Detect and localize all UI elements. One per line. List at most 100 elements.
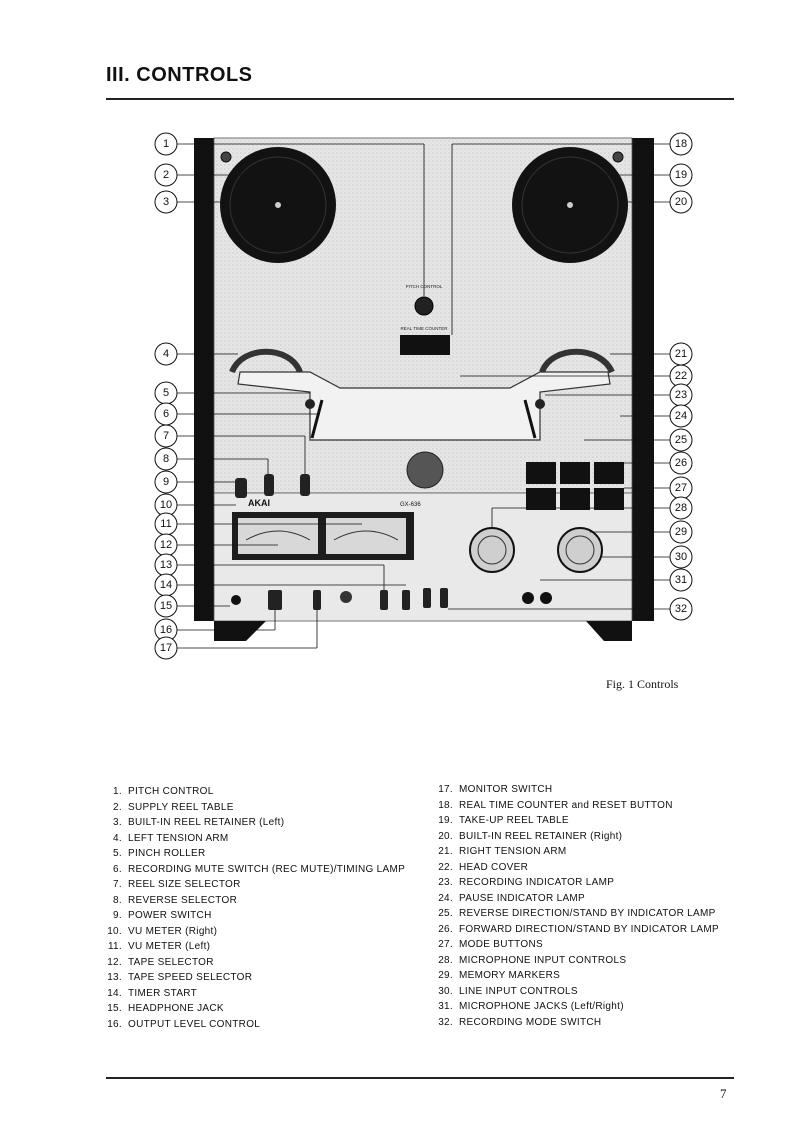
callout-28: 28 <box>669 496 693 520</box>
head-cover <box>237 371 611 441</box>
callout-24: 24 <box>669 404 693 428</box>
callout-2: 2 <box>154 163 178 187</box>
line-input-knob <box>557 527 603 573</box>
supply-reel-table <box>220 147 336 263</box>
svg-text:23: 23 <box>675 389 687 401</box>
callout-19: 19 <box>669 163 693 187</box>
callout-4: 4 <box>154 342 178 366</box>
svg-text:10: 10 <box>160 499 172 511</box>
svg-text:2: 2 <box>163 169 169 181</box>
callout-29: 29 <box>669 520 693 544</box>
capstan-flywheel-icon <box>406 451 444 489</box>
controls-list-right: 17.MONITOR SWITCH 18.REAL TIME COUNTER a… <box>433 782 719 1030</box>
callout-5: 5 <box>154 381 178 405</box>
svg-text:26: 26 <box>675 457 687 469</box>
svg-text:19: 19 <box>675 169 687 181</box>
list-item: 14.TIMER START <box>107 987 198 999</box>
svg-text:27: 27 <box>675 482 687 494</box>
list-item: 29.MEMORY MARKERS <box>438 970 561 981</box>
svg-text:25: 25 <box>675 434 687 446</box>
microphone-input-knob <box>469 527 515 573</box>
svg-text:20: 20 <box>675 196 687 208</box>
callout-15: 15 <box>154 594 178 618</box>
list-item: 27.MODE BUTTONS <box>438 939 543 950</box>
svg-text:5: 5 <box>163 387 169 399</box>
figure-caption: Fig. 1 Controls <box>606 677 679 691</box>
headphone-jack-icon <box>231 595 241 605</box>
list-item: 30.LINE INPUT CONTROLS <box>438 985 578 997</box>
list-item: 9.POWER SWITCH <box>113 910 212 921</box>
svg-text:28: 28 <box>675 502 687 514</box>
callout-32: 32 <box>669 597 693 621</box>
callout-7: 7 <box>154 424 178 448</box>
callout-14: 14 <box>154 573 178 597</box>
list-item: 25.REVERSE DIRECTION/STAND BY INDICATOR … <box>438 908 716 919</box>
callout-6: 6 <box>154 402 178 426</box>
callout-9: 9 <box>154 470 178 494</box>
microphone-jack-right-icon <box>540 592 552 604</box>
left-tension-arm <box>229 348 303 374</box>
svg-text:12: 12 <box>160 539 172 551</box>
list-item: 4.LEFT TENSION ARM <box>113 832 229 844</box>
list-item: 23.RECORDING INDICATOR LAMP <box>438 877 615 888</box>
svg-text:1: 1 <box>163 138 169 150</box>
callout-25: 25 <box>669 428 693 452</box>
list-item: 10.VU METER (Right) <box>107 925 218 937</box>
list-item: 32.RECORDING MODE SWITCH <box>438 1016 602 1028</box>
callout-12: 12 <box>154 533 178 557</box>
list-item: 1.PITCH CONTROL <box>113 786 214 797</box>
page-number: 7 <box>720 1086 727 1101</box>
list-item: 15.HEADPHONE JACK <box>107 1003 224 1014</box>
svg-text:15: 15 <box>160 600 172 612</box>
list-item: 11.VU METER (Left) <box>107 941 211 952</box>
callout-17: 17 <box>154 636 178 660</box>
list-item: 13.TAPE SPEED SELECTOR <box>107 972 253 983</box>
svg-text:14: 14 <box>160 579 172 591</box>
list-item: 6.RECORDING MUTE SWITCH (REC MUTE)/TIMIN… <box>113 863 406 875</box>
tape-selector <box>380 590 388 610</box>
callout-13: 13 <box>154 553 178 577</box>
real-time-counter-display <box>400 335 450 355</box>
svg-text:30: 30 <box>675 551 687 563</box>
callout-31: 31 <box>669 568 693 592</box>
vu-meters <box>232 512 414 560</box>
deck-side-right <box>632 138 654 621</box>
callout-16: 16 <box>154 618 178 642</box>
callout-8: 8 <box>154 447 178 471</box>
power-switch <box>235 478 247 498</box>
list-item: 26.FORWARD DIRECTION/STAND BY INDICATOR … <box>438 923 719 935</box>
list-item: 3.BUILT-IN REEL RETAINER (Left) <box>113 817 285 828</box>
leader-lines <box>177 143 670 649</box>
list-item: 31.MICROPHONE JACKS (Left/Right) <box>438 1001 624 1012</box>
list-item: 16.OUTPUT LEVEL CONTROL <box>107 1018 261 1030</box>
recording-mode-switch-left <box>423 588 431 608</box>
reverse-selector <box>264 474 274 496</box>
microphone-jack-left-icon <box>522 592 534 604</box>
svg-text:22: 22 <box>675 370 687 382</box>
deck-side-left <box>194 138 214 621</box>
brand-logo: AKAI <box>248 498 270 508</box>
callout-11: 11 <box>154 512 178 536</box>
svg-text:16: 16 <box>160 624 172 636</box>
list-item: 8.REVERSE SELECTOR <box>113 894 238 906</box>
svg-text:29: 29 <box>675 526 687 538</box>
bottom-rule <box>106 1077 734 1079</box>
right-tension-arm <box>539 348 615 374</box>
take-up-reel-table <box>512 147 628 263</box>
list-item: 24.PAUSE INDICATOR LAMP <box>438 892 586 904</box>
callout-26: 26 <box>669 451 693 475</box>
svg-text:17: 17 <box>160 642 172 654</box>
list-item: 2.SUPPLY REEL TABLE <box>113 801 234 813</box>
list-item: 7.REEL SIZE SELECTOR <box>113 879 241 890</box>
reel-retainer-right-icon <box>612 151 624 163</box>
callout-27: 27 <box>669 476 693 500</box>
callout-21: 21 <box>669 342 693 366</box>
reel-retainer-left-icon <box>220 151 232 163</box>
list-item: 20.BUILT-IN REEL RETAINER (Right) <box>438 830 623 842</box>
svg-text:31: 31 <box>675 574 687 586</box>
svg-text:7: 7 <box>163 430 169 442</box>
callout-18: 18 <box>669 132 693 156</box>
timer-start-switch <box>340 591 352 603</box>
monitor-switch <box>313 590 321 610</box>
deck-foot-left <box>214 621 266 641</box>
